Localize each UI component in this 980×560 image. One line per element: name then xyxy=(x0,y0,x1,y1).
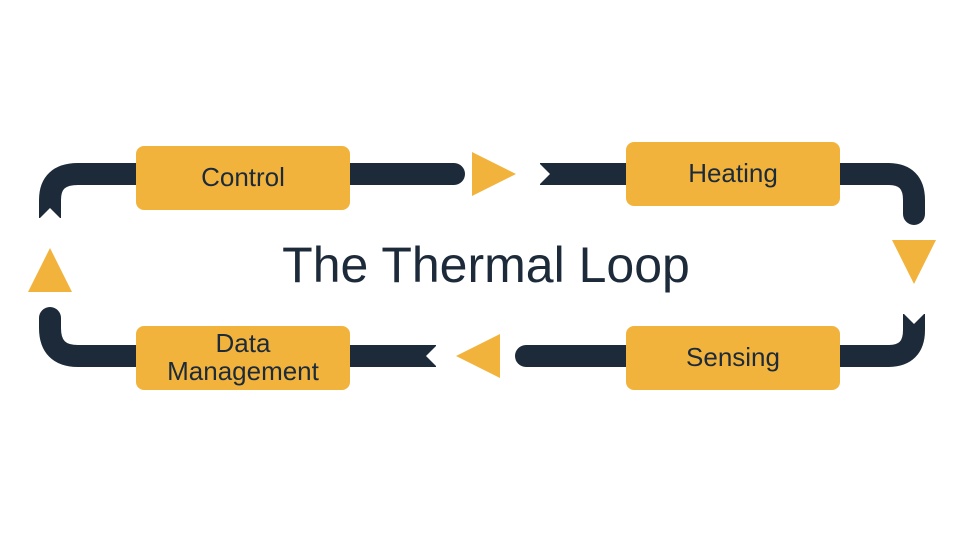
control-box xyxy=(136,146,350,210)
pipe-right-top xyxy=(825,163,925,225)
sensing-box xyxy=(626,326,840,390)
heating-box xyxy=(626,142,840,206)
sensing-label: Sensing xyxy=(686,342,780,372)
arrow-down-icon xyxy=(892,240,936,284)
notch-data-right xyxy=(426,345,437,367)
arrow-up-icon xyxy=(28,248,72,292)
control-label: Control xyxy=(201,162,285,192)
loop-pipes xyxy=(39,163,925,367)
notch-right-bottom xyxy=(903,313,925,324)
node-control: Control xyxy=(136,146,350,210)
node-sensing: Sensing xyxy=(626,326,840,390)
arrow-right-icon xyxy=(472,152,516,196)
pipe-left-bottom xyxy=(39,307,151,367)
data-management-label-line1: Data xyxy=(216,328,271,358)
node-heating: Heating xyxy=(626,142,840,206)
heating-label: Heating xyxy=(688,158,778,188)
arrow-left-icon xyxy=(456,334,500,378)
pipe-notches xyxy=(39,163,925,367)
notch-left-top xyxy=(39,208,61,219)
data-management-label-line2: Management xyxy=(167,356,320,386)
flow-arrows xyxy=(28,152,936,378)
node-data-management: Data Management xyxy=(136,326,350,390)
pipe-left-top xyxy=(39,163,140,218)
notch-heating-left xyxy=(539,163,550,185)
pipe-right-bottom xyxy=(836,314,925,367)
diagram-title: The Thermal Loop xyxy=(282,237,690,293)
data-management-box xyxy=(136,326,350,390)
